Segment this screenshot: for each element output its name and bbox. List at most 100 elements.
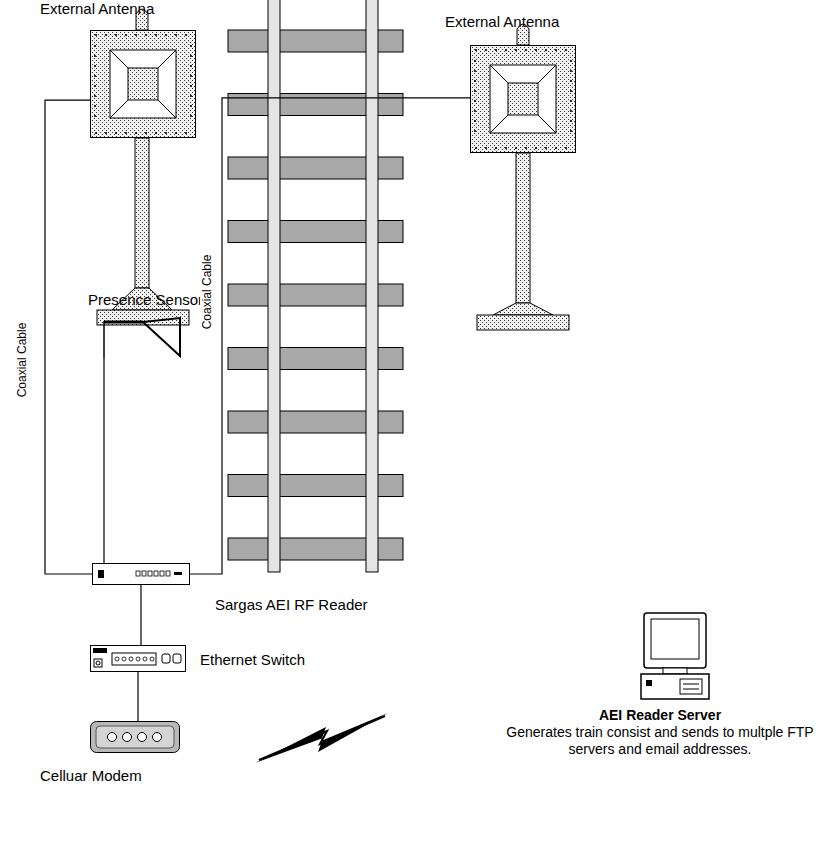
antenna-head-drawing-part	[94, 55, 96, 57]
presence-sensor-drawing-part	[104, 321, 143, 324]
device-label: Presence Sensor	[88, 291, 203, 309]
antenna-head-drawing-part	[495, 49, 497, 51]
antenna-mount	[97, 9, 189, 325]
antenna-head-drawing-part	[555, 147, 557, 149]
ethernet-switch-drawing-part	[115, 657, 119, 661]
antenna-head-drawing-part	[545, 49, 547, 51]
antenna-head-drawing-part	[474, 110, 476, 112]
antenna-head-drawing-part	[95, 34, 97, 36]
rf-reader-drawing-part	[136, 571, 140, 576]
antenna-head-drawing-part	[128, 68, 158, 100]
antenna-head-drawing-part	[485, 49, 487, 51]
rail-track-part	[366, 0, 378, 572]
rail-track	[228, 0, 403, 572]
antenna-head-drawing-part	[485, 147, 487, 149]
ethernet-switch-drawing-part	[96, 661, 100, 665]
ethernet-switch-drawing-part	[162, 654, 170, 663]
antenna-mount-part	[135, 138, 149, 288]
ethernet-switch-drawing-part	[150, 657, 154, 661]
antenna-head-drawing-part	[190, 45, 192, 47]
antenna-head-drawing-part	[474, 100, 476, 102]
ethernet-switch-drawing-part	[143, 657, 147, 661]
antenna-head-drawing-part	[475, 147, 477, 149]
antenna-head-drawing-part	[175, 132, 177, 134]
server-computer: AEI Reader ServerGenerates train consist…	[500, 612, 820, 758]
antenna-head-drawing-part	[570, 60, 572, 62]
antenna-head-drawing-part	[525, 49, 527, 51]
cellular-modem-drawing-part	[123, 733, 132, 742]
antenna-head-drawing-part	[535, 49, 537, 51]
antenna-mount-part	[477, 315, 569, 330]
antenna-head-drawing-part	[570, 90, 572, 92]
antenna-head-drawing-part	[125, 132, 127, 134]
presence-sensor-drawing-part	[103, 321, 105, 358]
rf-reader-drawing-part	[166, 571, 170, 576]
antenna-head-drawing-part	[538, 65, 556, 83]
antenna-head-drawing-part	[110, 100, 128, 118]
antenna-head-drawing-part	[490, 65, 508, 83]
antenna-head-drawing-part	[135, 132, 137, 134]
ethernet-switch-drawing-part	[173, 654, 181, 663]
ethernet-switch-drawing	[90, 645, 186, 672]
antenna-head-drawing-part	[471, 46, 576, 153]
antenna-head-drawing-part	[155, 34, 157, 36]
antenna-head-drawing-part	[474, 90, 476, 92]
ethernet-switch-drawing-part	[94, 659, 102, 667]
antenna-head-drawing-part	[190, 85, 192, 87]
rail-track-part	[268, 0, 280, 572]
antenna-head-drawing-part	[115, 34, 117, 36]
computer-icon-part	[651, 619, 699, 659]
antenna-head-drawing-part	[125, 34, 127, 36]
antenna-head-drawing-part	[474, 80, 476, 82]
node-description: Generates train consist and sends to mul…	[500, 724, 820, 758]
antenna-head-drawing-part	[105, 132, 107, 134]
antenna-mount-part	[516, 153, 530, 303]
cellular-modem-drawing-part	[138, 733, 147, 742]
antenna-head-drawing-part	[538, 115, 556, 133]
antenna-head-drawing-part	[155, 132, 157, 134]
ethernet-switch-drawing-part	[93, 648, 107, 653]
antenna-head-drawing-part	[190, 95, 192, 97]
antenna-head-drawing-part	[570, 100, 572, 102]
antenna-head-drawing-part	[95, 132, 97, 134]
antenna-head-drawing-part	[110, 50, 176, 118]
computer-icon-part	[644, 613, 706, 668]
ethernet-switch-drawing-part	[122, 657, 126, 661]
antenna-head-drawing-part	[165, 132, 167, 134]
antenna-head-drawing-part	[158, 50, 176, 68]
antenna-head-drawing-part	[190, 65, 192, 67]
antenna-head-drawing-part	[94, 95, 96, 97]
rf-reader-drawing-part	[160, 571, 164, 576]
antenna-head-drawing-part	[135, 34, 137, 36]
antenna-head-drawing-part	[505, 49, 507, 51]
antenna-head-drawing-part	[570, 70, 572, 72]
cable-line	[190, 98, 470, 574]
antenna-head-drawing-part	[94, 75, 96, 77]
antenna-head-drawing-part	[91, 31, 196, 138]
antenna-head-drawing-part	[525, 147, 527, 149]
computer-icon-part	[641, 674, 709, 699]
rf-reader-drawing-part	[174, 572, 182, 575]
antenna-head-drawing-part	[175, 34, 177, 36]
antenna-head-drawing-part	[190, 55, 192, 57]
antenna-head: External Antenna	[470, 45, 576, 153]
antenna-head-drawing-part	[190, 105, 192, 107]
antenna-head-drawing-part	[110, 50, 128, 68]
antenna-head-drawing-part	[545, 147, 547, 149]
antenna-mount	[477, 24, 569, 330]
antenna-head-drawing	[90, 30, 196, 138]
antenna-head-drawing-part	[515, 147, 517, 149]
antenna-head-drawing-part	[94, 45, 96, 47]
antenna-head-drawing-part	[190, 115, 192, 117]
node-heading: AEI Reader Server	[500, 707, 820, 724]
ethernet-switch-drawing-part	[129, 657, 133, 661]
antenna-head-drawing-part	[115, 132, 117, 134]
cable-label: Coaxial Cable	[200, 253, 214, 332]
device-label: External Antenna	[40, 0, 154, 18]
wireless-bolt	[255, 713, 388, 763]
cellular-modem-drawing-part	[153, 733, 162, 742]
antenna-head-drawing-part	[515, 49, 517, 51]
antenna-head-drawing-part	[570, 120, 572, 122]
antenna-head-drawing-part	[570, 110, 572, 112]
